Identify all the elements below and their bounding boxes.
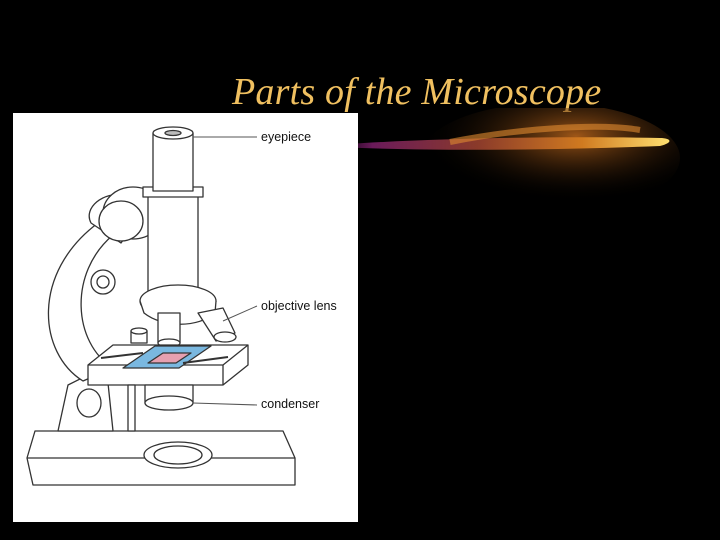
eyepiece	[152, 132, 194, 192]
microscope-diagram: eyepiece objective lens condenser	[13, 113, 358, 522]
title-swoosh-decoration	[320, 108, 680, 213]
eyepiece-label: eyepiece	[261, 130, 312, 144]
condenser-label: condenser	[261, 397, 320, 411]
slide-title: Parts of the Microscope	[232, 71, 602, 113]
body-tube	[147, 190, 199, 297]
objective-lens-label: objective lens	[261, 299, 337, 313]
microscope-illustration	[26, 126, 296, 486]
